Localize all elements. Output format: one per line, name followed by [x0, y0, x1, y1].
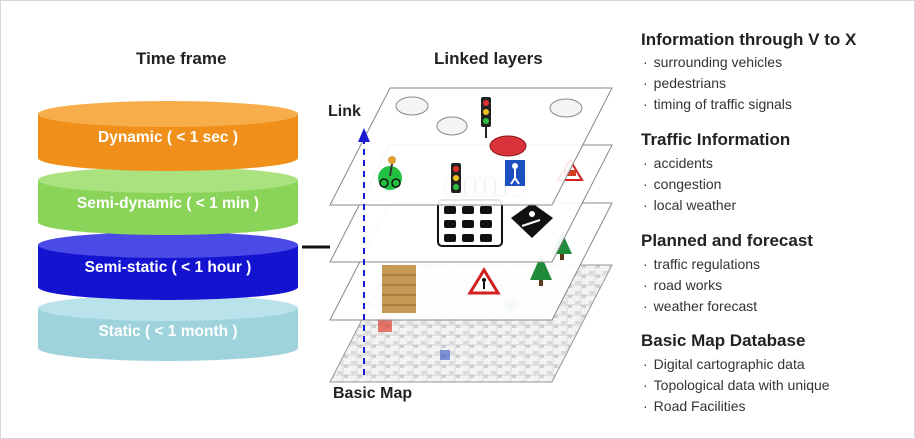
- disk-label-static: Static ( < 1 month ): [98, 323, 237, 340]
- list-item: ·Road Facilities: [643, 398, 746, 414]
- category-title-planned: Planned and forecast: [641, 231, 813, 250]
- traffic-light-icon: [481, 97, 491, 138]
- car-icon: [395, 96, 583, 157]
- link-arrow: [358, 128, 370, 375]
- road-works-icon: [511, 203, 553, 238]
- time-frame-title: Time frame: [136, 49, 227, 68]
- building-icon: [382, 265, 416, 313]
- disk-label-dynamic: Dynamic ( < 1 sec ): [98, 129, 238, 146]
- category-title-basic-map: Basic Map Database: [641, 331, 806, 350]
- category-title-traffic: Traffic Information: [641, 130, 791, 149]
- list-item: ·surrounding vehicles: [643, 54, 783, 70]
- pedestrian-icon: [505, 160, 525, 186]
- link-label: Link: [328, 103, 361, 120]
- basic-map-label: Basic Map: [333, 385, 412, 402]
- category-title-v2x: Information through V to X: [641, 30, 857, 49]
- list-item: ·pedestrians: [643, 75, 727, 91]
- list-item: ·local weather: [643, 197, 737, 213]
- list-item: ·congestion: [643, 176, 722, 192]
- disk-label-semi-dynamic: Semi-dynamic ( < 1 min ): [77, 195, 259, 212]
- traffic-light-icon: [451, 163, 461, 193]
- list-item: ·Topological data with unique: [643, 377, 830, 393]
- disk-static: [38, 295, 298, 361]
- list-item: ·Digital cartographic data: [643, 356, 805, 372]
- list-item: ·road works: [643, 277, 723, 293]
- disk-semi-dynamic: [38, 167, 298, 235]
- list-item: ·accidents: [643, 155, 713, 171]
- list-item: ·traffic regulations: [643, 256, 761, 272]
- cyclist-icon: [378, 156, 402, 190]
- plane-dynamic: [329, 87, 613, 206]
- list-item: ·weather forecast: [643, 298, 758, 314]
- disk-label-semi-static: Semi-static ( < 1 hour ): [85, 259, 252, 276]
- disk-dynamic: [38, 101, 298, 171]
- disk-semi-static: [38, 232, 298, 300]
- linked-layers-title: Linked layers: [434, 49, 543, 68]
- congestion-icon: [437, 199, 503, 247]
- list-item: ·timing of traffic signals: [643, 96, 792, 112]
- pedestrian-warning-sign-icon: [467, 267, 501, 295]
